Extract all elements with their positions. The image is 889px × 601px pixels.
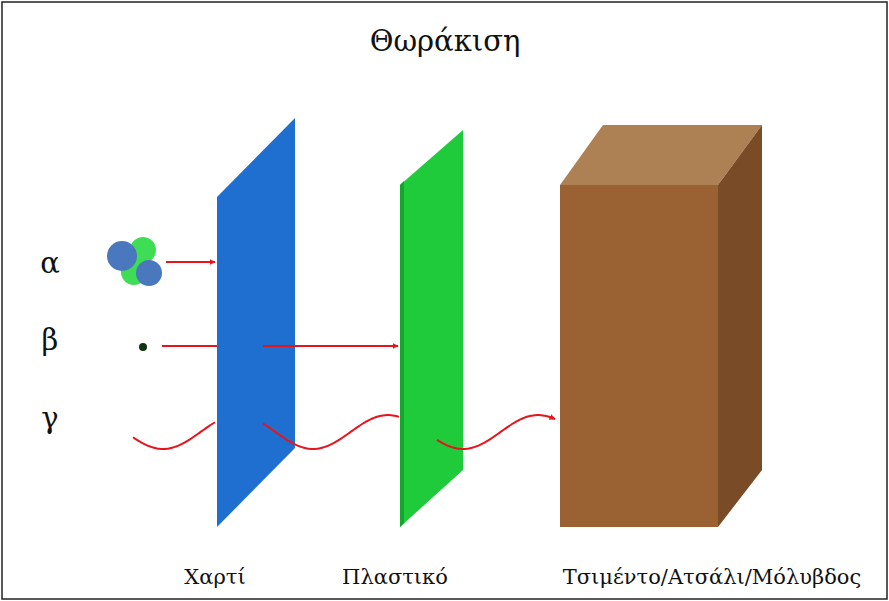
block-front [560,185,718,527]
paper-plate [217,118,295,527]
radiation-label: γ [41,401,58,435]
gamma-ray [133,415,555,449]
gamma-wave-segment [437,415,555,449]
gamma-wave-segment [133,422,215,449]
alpha-particle [107,237,162,286]
alpha-nucleon [136,260,162,286]
beta-ray [162,345,217,347]
plastic-plate-edge [400,181,404,527]
material-label: Χαρτί [184,565,245,589]
gamma-wave-segment [263,415,399,449]
material-label: Τσιμέντο/Ατσάλι/Μόλυβδος [563,565,862,589]
radiation-label: α [40,246,60,280]
alpha-nucleon [107,241,137,271]
block-side [718,125,762,527]
alpha-ray [166,261,215,263]
beta-particle [139,343,147,351]
material-label: Πλαστικό [342,565,448,589]
radiation-label: β [42,323,59,357]
plastic-plate [400,130,463,527]
beta-ray [263,345,398,347]
title: Θωράκιση [370,24,521,58]
